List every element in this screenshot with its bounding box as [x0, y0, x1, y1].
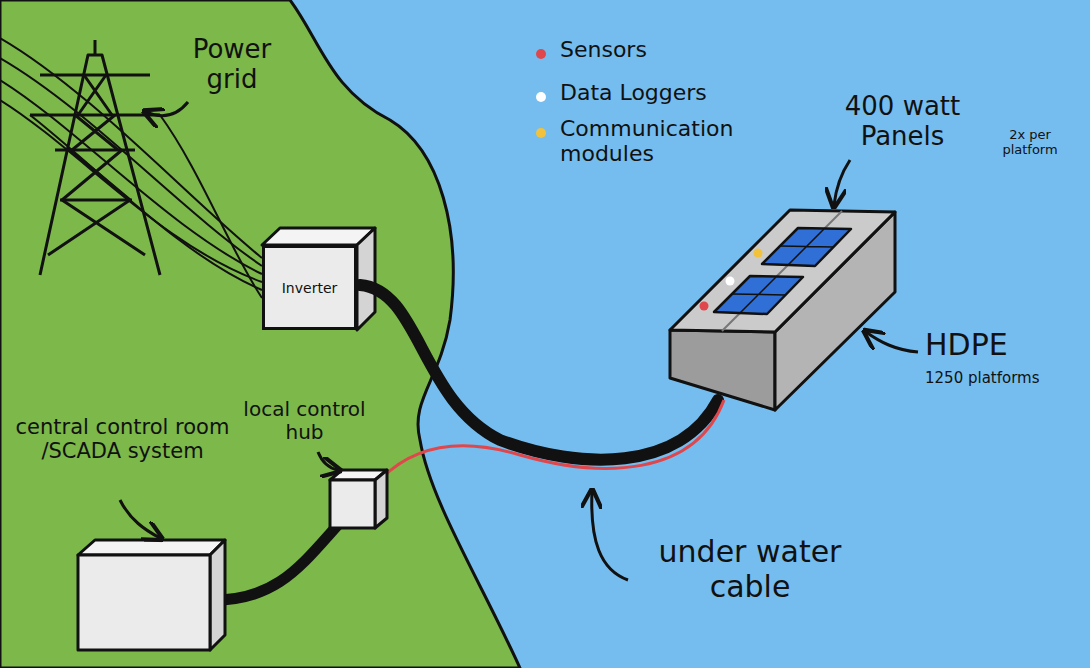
callout-label: central control room /SCADA system	[15, 415, 230, 463]
inverter-box: Inverter	[262, 245, 357, 330]
legend-swatch	[536, 92, 546, 102]
control-hub-box	[330, 470, 387, 528]
node-text: Inverter	[282, 280, 338, 296]
solar-panels	[714, 228, 851, 314]
power-cable	[360, 285, 718, 460]
note-label: 2x per platform	[990, 128, 1070, 158]
callout-label: local control hub	[222, 398, 387, 444]
leader-arrows	[120, 102, 918, 580]
panel-grid	[732, 229, 833, 313]
legend-swatch	[536, 128, 546, 138]
control-cable	[210, 516, 346, 600]
callout-label: Power grid	[172, 35, 292, 95]
note-label: 1250 platforms	[925, 370, 1040, 387]
legend-text: Communication modules	[560, 116, 775, 167]
legend-text: Sensors	[560, 37, 775, 62]
platform-ridge	[722, 211, 842, 331]
device-dots	[700, 249, 763, 311]
inverter-faces	[262, 228, 375, 330]
legend-swatch	[536, 49, 546, 59]
legend-text: Data Loggers	[560, 80, 775, 105]
land	[0, 0, 520, 668]
control-room-box	[78, 540, 225, 650]
callout-label: under water cable	[630, 535, 870, 604]
power-tower	[30, 40, 160, 275]
callout-label: HDPE	[925, 328, 1008, 363]
floating-platform	[670, 210, 895, 410]
callout-label: 400 watt Panels	[815, 92, 990, 152]
data-cable	[382, 400, 724, 478]
